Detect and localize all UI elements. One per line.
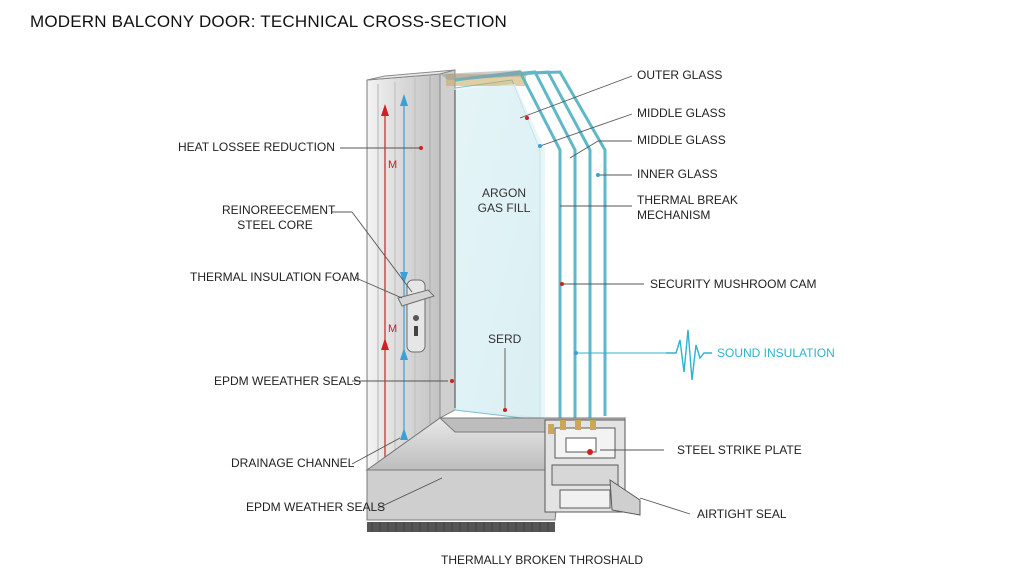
- label-argon-gas-fill: ARGON GAS FILL: [476, 186, 532, 216]
- heat-flow-arrows: [381, 94, 408, 470]
- label-reinforcement-line2: STEEL CORE: [237, 218, 313, 232]
- brush-seal: [367, 522, 555, 532]
- label-reinforcement-line1: REINOREECEMENT: [222, 203, 336, 217]
- label-epdm-weeather-seals: EPDM WEEATHER SEALS: [214, 374, 362, 388]
- leader-lines-right: [504, 75, 691, 515]
- label-thermal-insulation-foam: THERMAL INSULATION FOAM: [190, 270, 360, 284]
- label-argon-line1: ARGON: [481, 186, 526, 200]
- glazing-unit: [440, 70, 607, 422]
- label-inner-glass: INNER GLASS: [637, 167, 718, 181]
- marker-dots: [419, 116, 564, 412]
- label-thermal-break-line2: MECHANISM: [637, 208, 711, 222]
- label-drainage-channel: DRAINAGE CHANNEL: [231, 456, 355, 470]
- leader-lines-left: [332, 147, 448, 509]
- label-airtight-seal: AIRTIGHT SEAL: [697, 507, 787, 521]
- label-middle-glass-1: MIDDLE GLASS: [637, 106, 726, 120]
- frame-mark-top: M: [388, 159, 398, 171]
- label-sound-insulation: SOUND INSULATION: [717, 346, 835, 360]
- label-reinforcement: REINOREECEMENT STEEL CORE: [222, 203, 336, 233]
- page-title: MODERN BALCONY DOOR: TECHNICAL CROSS-SEC…: [30, 12, 507, 31]
- label-serd: SERD: [488, 332, 522, 346]
- frame-profile-section: [544, 419, 641, 516]
- label-thermally-broken-threshold: THERMALLY BROKEN THROSHALD: [441, 553, 644, 567]
- label-thermal-break: THERMAL BREAK MECHANISM: [637, 193, 738, 223]
- label-security-mushroom-cam: SECURITY MUSHROOM CAM: [650, 277, 817, 291]
- threshold-sill: [365, 417, 641, 532]
- door-frame: [366, 69, 456, 471]
- label-heat-loss-reduction: HEAT LOSSEE REDUCTION: [178, 140, 335, 154]
- frame-mark-mid: M: [388, 323, 398, 335]
- label-middle-glass-2: MIDDLE GLASS: [637, 133, 726, 147]
- sound-wave-icon: [656, 329, 712, 381]
- label-outer-glass: OUTER GLASS: [637, 68, 723, 82]
- marker-dots-blue: [538, 144, 600, 355]
- door-handle: [397, 279, 435, 353]
- label-steel-strike-plate: STEEL STRIKE PLATE: [677, 443, 802, 457]
- label-epdm-weather-seals: EPDM WEATHER SEALS: [246, 500, 386, 514]
- label-argon-line2: GAS FILL: [477, 201, 531, 215]
- label-thermal-break-line1: THERMAL BREAK: [637, 193, 738, 207]
